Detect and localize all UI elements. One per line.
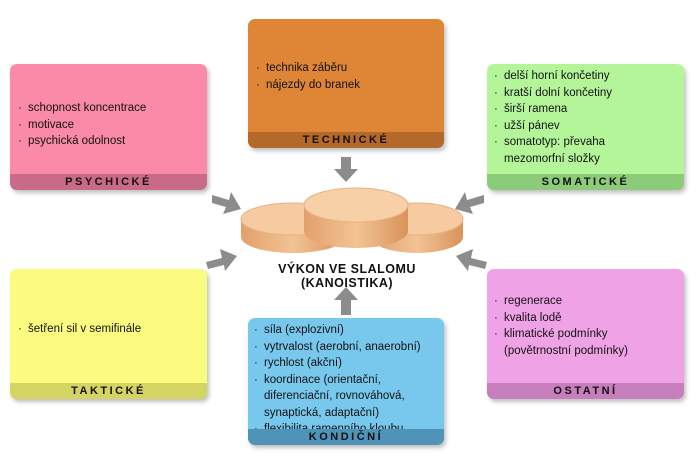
kondicni-list: síla (explozivní) vytrvalost (aerobní, a… [252,322,421,438]
list-item: synaptická, adaptační) [264,406,380,419]
label-psychicke: PSYCHICKÉ [10,174,207,190]
arrow-from-somaticke [455,192,484,214]
somaticke-list: delší horní končetiny kratší dolní konče… [492,68,612,167]
arrow-from-technicke [334,157,358,182]
center-title-line2: (KANOISTIKA) [300,276,394,290]
arrow-from-takticke [206,249,237,271]
list-item: širší ramena [492,101,612,118]
label-somaticke: SOMATICKÉ [487,174,684,190]
card-technicke: technika záběru nájezdy do branek TECHNI… [248,19,444,148]
list-item: kvalita lodě [492,310,628,327]
ostatni-list: regenerace kvalita lodě klimatické podmí… [492,293,628,359]
card-kondicni: síla (explozivní) vytrvalost (aerobní, a… [248,318,444,445]
label-technicke: TECHNICKÉ [248,132,444,148]
list-item: motivace [16,117,146,134]
list-item: schopnost koncentrace [16,100,146,117]
list-item: vytrvalost (aerobní, anaerobní) [252,339,421,356]
arrow-from-ostatni [456,249,487,271]
list-item: kratší dolní končetiny [492,85,612,102]
psychicke-list: schopnost koncentrace motivace psychická… [16,100,146,150]
card-psychicke: schopnost koncentrace motivace psychická… [10,64,207,190]
stacked-discs-graphic [240,187,464,253]
list-item: regenerace [492,293,628,310]
list-item: rychlost (akční) [252,355,421,372]
list-item: somatotyp: převaha [492,134,612,151]
list-item: užší pánev [492,118,612,135]
list-item: mezomorfní složky [504,152,600,165]
list-item: (povětrnostní podmínky) [504,344,629,357]
list-item: delší horní končetiny [492,68,612,85]
label-takticke: TAKTICKÉ [10,383,207,399]
center-title: VÝKON VE SLALOMU (KANOISTIKA) [262,262,432,290]
technicke-list: technika záběru nájezdy do branek [254,60,360,93]
list-item: koordinace (orientační, [252,372,421,389]
card-takticke: šetření sil v semifinále TAKTICKÉ [10,269,207,399]
takticke-list: šetření sil v semifinále [16,321,141,338]
card-ostatni: regenerace kvalita lodě klimatické podmí… [487,269,684,399]
list-item: technika záběru [254,60,360,77]
list-item: síla (explozivní) [252,322,421,339]
list-item: nájezdy do branek [254,77,360,94]
arrow-from-kondicni [334,287,358,315]
label-kondicni: KONDIČNÍ [248,429,444,445]
arrow-from-psychicke [212,192,241,214]
list-item: šetření sil v semifinále [16,321,141,338]
list-item: psychická odolnost [16,133,146,150]
label-ostatni: OSTATNÍ [487,383,684,399]
card-somaticke: delší horní končetiny kratší dolní konče… [487,64,684,190]
list-item: diferenciační, rovnováhová, [264,390,405,402]
center-title-line1: VÝKON VE SLALOMU [278,262,416,276]
list-item: klimatické podmínky [492,326,628,343]
